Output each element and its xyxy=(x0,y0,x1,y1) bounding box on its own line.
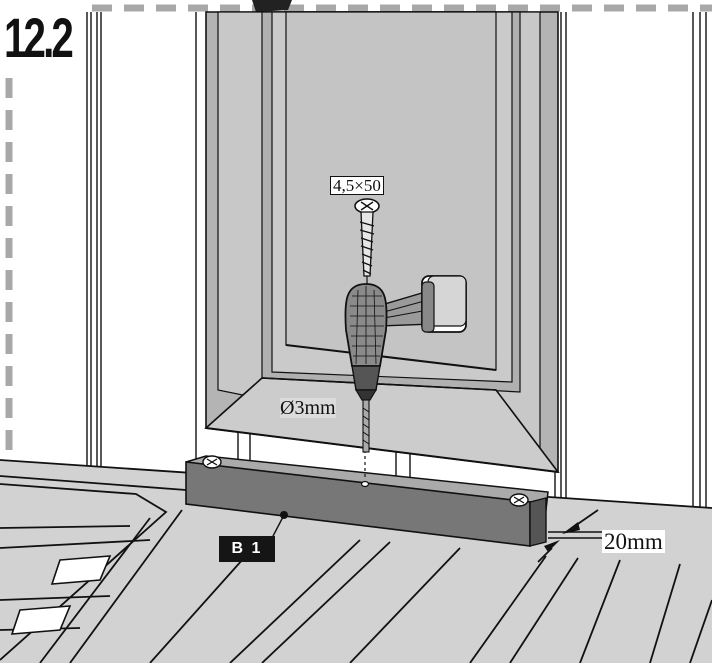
hanger-fragment xyxy=(252,0,292,12)
floor-edge xyxy=(10,555,112,635)
drill-hole xyxy=(360,480,370,488)
step-number: 12.2 xyxy=(4,6,74,69)
drill-icon xyxy=(344,275,467,453)
beam-screw-left-icon xyxy=(202,455,222,469)
window-frame xyxy=(204,11,560,478)
dimension-arrow-icon xyxy=(537,509,604,563)
part-tag-b1: B 1 xyxy=(219,536,275,562)
part-leader-line xyxy=(271,514,285,539)
drill-bit-label: Ø3mm xyxy=(280,397,336,419)
wall-planks xyxy=(86,12,707,520)
screw-icon xyxy=(354,198,380,285)
beam-screw-right-icon xyxy=(509,493,529,507)
gap-dimension-label: 20mm xyxy=(602,529,665,554)
screw-size-label: 4,5×50 xyxy=(330,176,384,195)
